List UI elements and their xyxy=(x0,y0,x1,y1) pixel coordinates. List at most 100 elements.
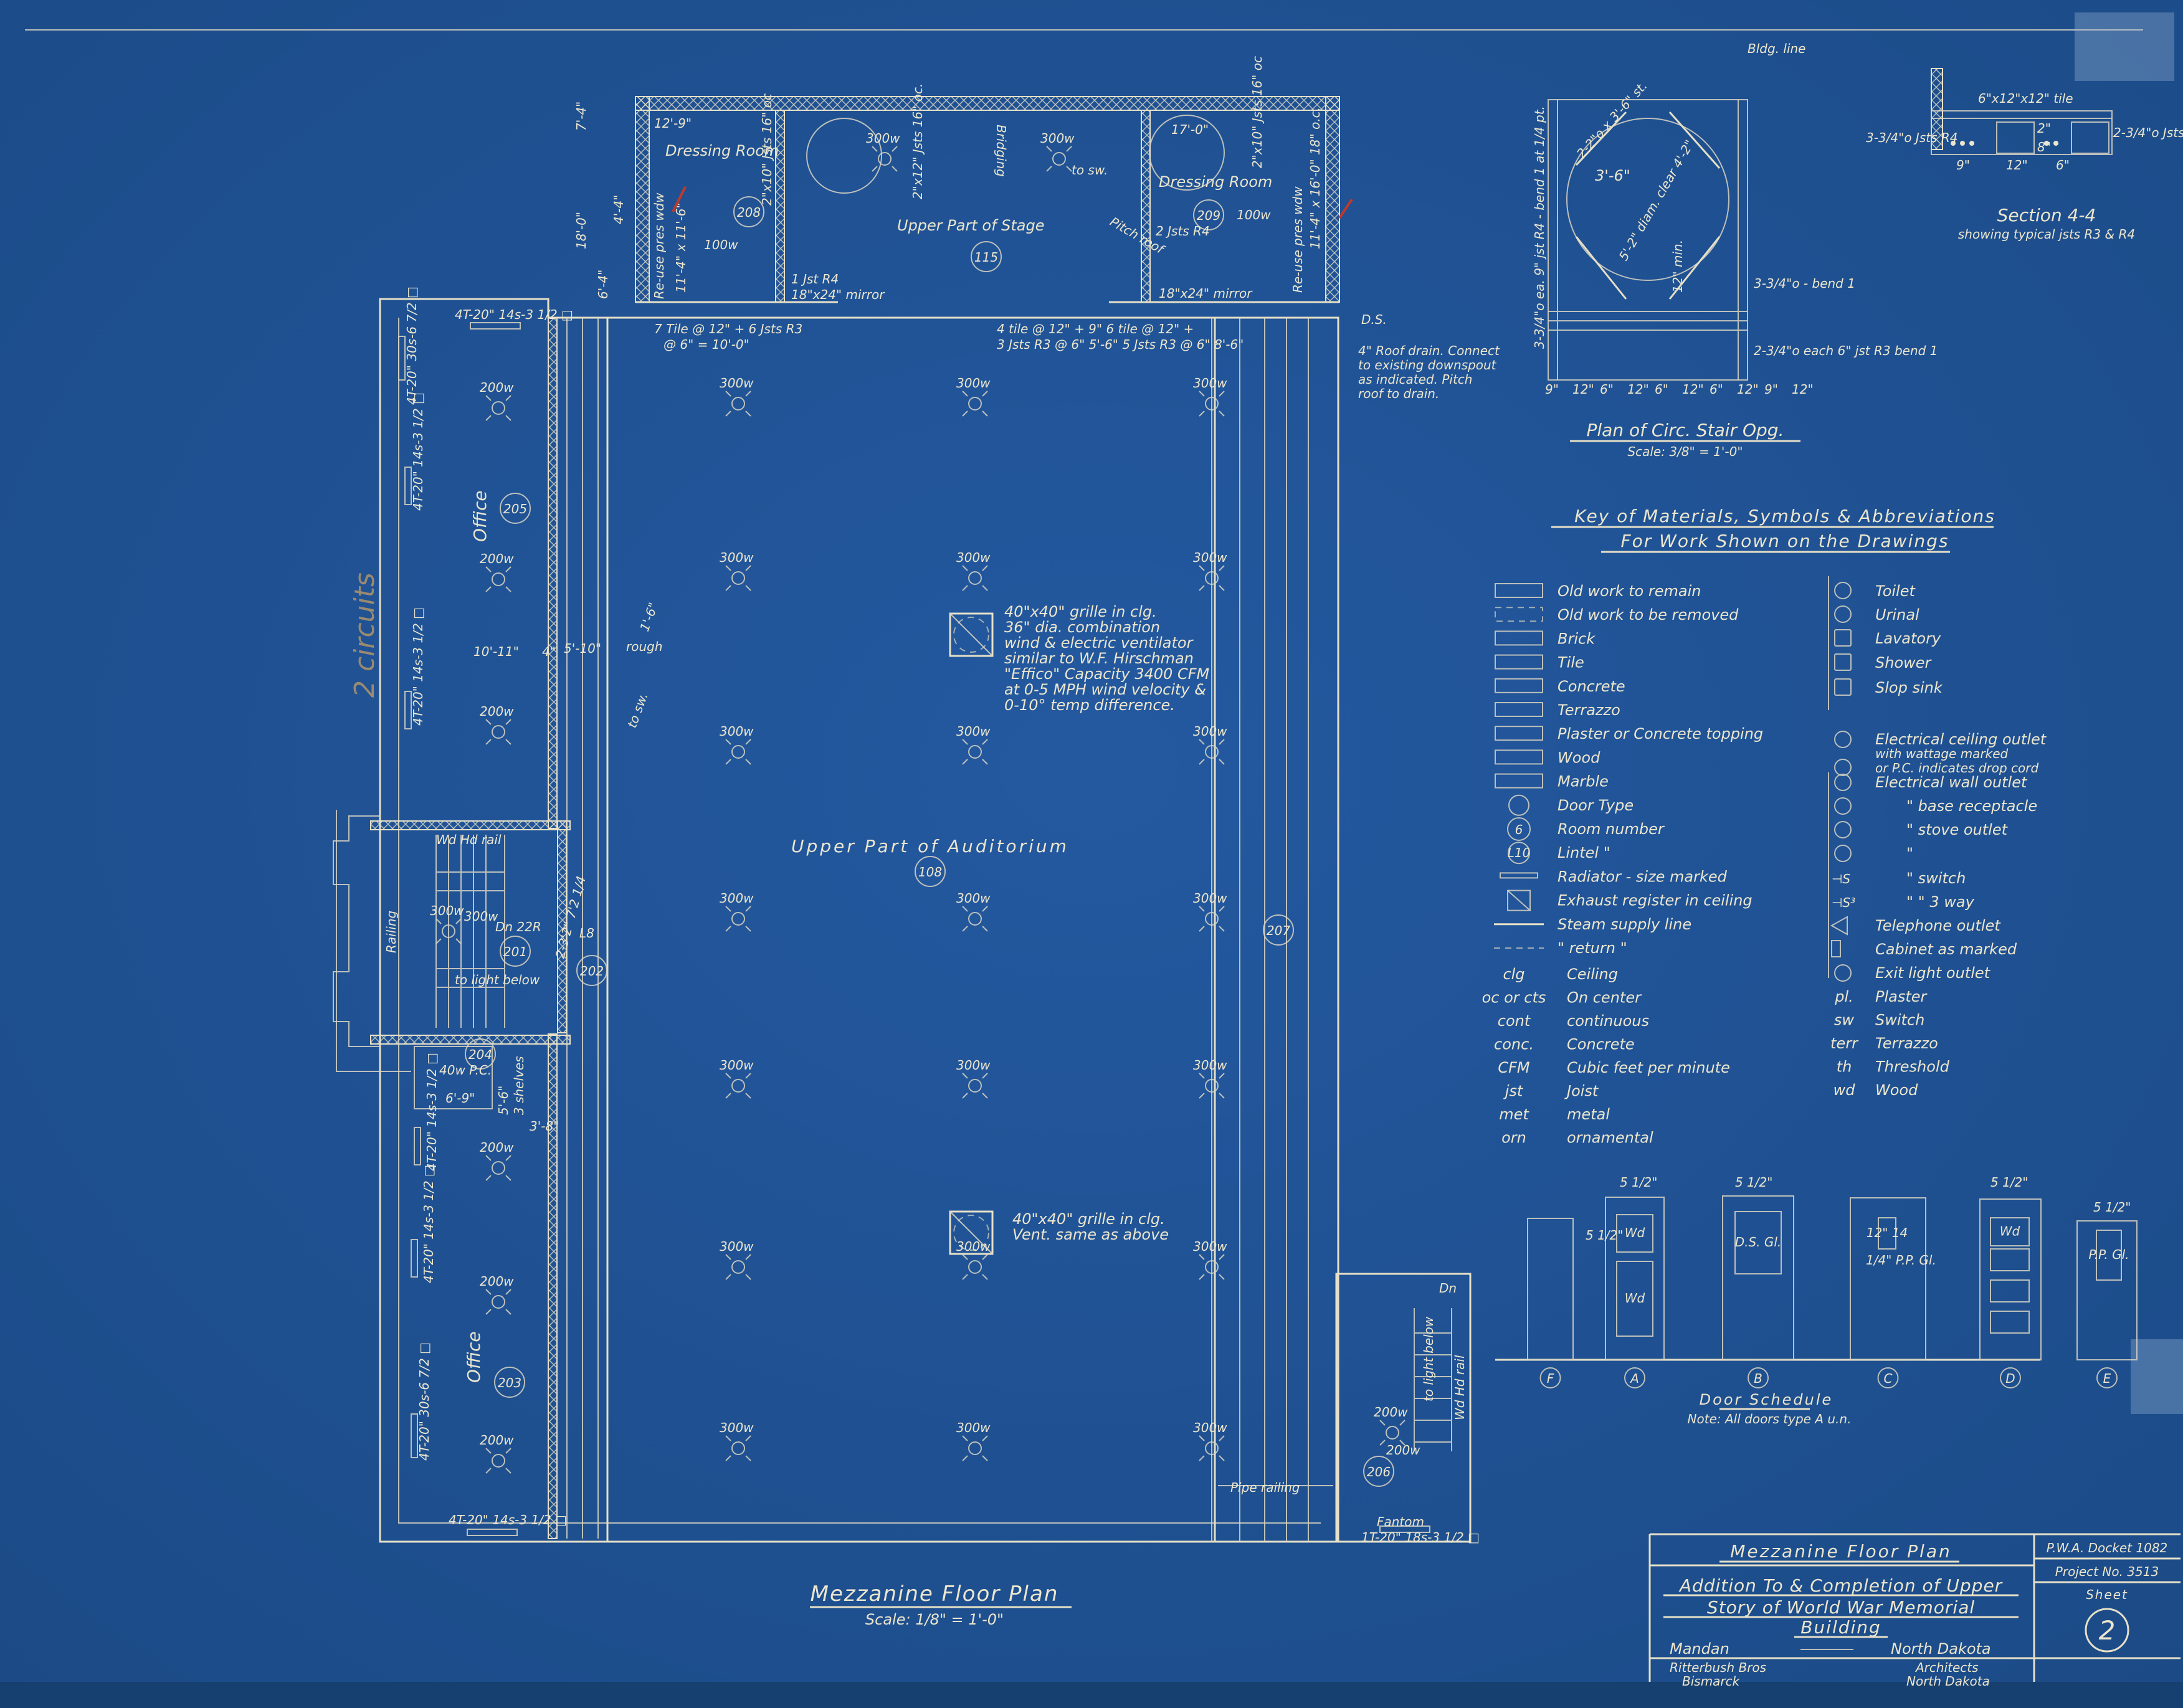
outlet-tick xyxy=(725,1093,731,1099)
outlet-tick xyxy=(1199,1274,1205,1280)
material-swatch-icon xyxy=(1495,702,1543,717)
shower-icon xyxy=(1834,653,1852,671)
outlet-tick xyxy=(1219,1073,1225,1079)
dimension: 12" xyxy=(1627,382,1649,397)
section-label: 12" xyxy=(2006,158,2028,173)
red-pencil-mark xyxy=(1338,198,1353,219)
door-panel-label: 12" 14 xyxy=(1867,1225,1908,1240)
ceiling-outlet-icon xyxy=(968,397,982,410)
outlet-tick xyxy=(1199,739,1205,745)
ceiling-outlet-icon xyxy=(968,571,982,585)
ceiling-outlet-icon: 300w xyxy=(720,1420,754,1461)
door-type-label: F xyxy=(1547,1371,1554,1386)
ceiling-outlet-icon xyxy=(1205,571,1219,585)
note-line: roof to drain. xyxy=(1358,386,1439,401)
dimension: 12" xyxy=(1572,382,1594,397)
outlet-tick xyxy=(962,410,968,417)
section-label: 2" xyxy=(2037,121,2051,136)
outlet-tick xyxy=(745,1093,751,1099)
door-dimension: 5 1/2" xyxy=(1620,1175,1657,1190)
stair-206-outline xyxy=(1335,1273,1472,1543)
exhaust-grille-icon xyxy=(949,1210,994,1255)
light-wattage: 300w xyxy=(1193,550,1227,565)
annotation: 11'-4" x 16'-0" 18" o.c. xyxy=(1308,107,1323,249)
abbreviation-meaning: Wood xyxy=(1875,1081,1918,1099)
annotation: Fantom xyxy=(1377,1514,1424,1529)
material-swatch-icon xyxy=(1495,726,1543,741)
door-elevation xyxy=(1722,1195,1794,1360)
ceiling-outlet-icon: 300w xyxy=(720,550,754,591)
key-label: Marble xyxy=(1558,773,1609,790)
key-symbol-item: Slop sink xyxy=(1834,678,1943,696)
stair-label: 2-3/4"o each 6" jst R3 bend 1 xyxy=(1754,343,1938,358)
closet-204 xyxy=(414,1046,493,1109)
outlet-tick xyxy=(455,938,462,944)
room-number-badge: 201 xyxy=(500,936,531,967)
key-label: Exit light outlet xyxy=(1875,964,1991,982)
room-number: 201 xyxy=(503,944,527,959)
annotation: 4T-20" 14s-3 1/2 □ xyxy=(421,1165,436,1283)
annotation: 6'-4" xyxy=(596,270,611,299)
outlet-tick xyxy=(505,1309,511,1315)
room-number-badge: 204 xyxy=(465,1038,496,1070)
key-symbol-item: Electrical wall outlet xyxy=(1834,774,2028,791)
dimension: 6" xyxy=(1600,382,1614,397)
ceiling-outlet-icon: 300w xyxy=(956,1239,991,1280)
room-number-badge: 207 xyxy=(1263,914,1294,946)
ceiling-outlet-icon: 300w xyxy=(1193,724,1227,765)
outlet-tick xyxy=(485,1175,492,1181)
annotation: 3 shelves xyxy=(511,1056,526,1115)
section-label: 9" xyxy=(1956,158,1970,173)
door-panel-outline xyxy=(1616,1214,1653,1253)
ceiling-outlet-icon: 300w xyxy=(1193,1058,1227,1099)
outlet-tick xyxy=(962,906,968,912)
room-number-badge: 206 xyxy=(1363,1456,1394,1487)
room-number: 202 xyxy=(580,964,604,979)
note-line: wind & electric ventilator xyxy=(1004,634,1194,652)
stair-label: Bldg. line xyxy=(1748,41,1805,56)
wall xyxy=(370,1035,571,1045)
light-wattage: 300w xyxy=(956,891,991,906)
wall xyxy=(548,317,558,829)
abbreviation: sw xyxy=(1834,1012,1855,1029)
key-material-item: Marble xyxy=(1495,773,1609,790)
sheet-number: 2 xyxy=(2099,1615,2116,1646)
dimension: 12" xyxy=(1737,382,1759,397)
outlet-tick xyxy=(505,566,511,572)
ceiling-outlet-icon: 200w xyxy=(1374,1405,1408,1446)
door-type-b: B xyxy=(1722,1195,1794,1388)
stove-outlet-icon xyxy=(1834,821,1852,838)
ceiling-outlet-icon xyxy=(1052,152,1066,166)
room-number: 207 xyxy=(1267,923,1290,938)
outlet-tick xyxy=(725,585,731,591)
door-elevation xyxy=(1850,1197,1926,1360)
key-label: Electrical ceiling outlet xyxy=(1875,731,2047,748)
outlet-tick xyxy=(1399,1420,1405,1426)
abbreviation-meaning: Threshold xyxy=(1875,1058,1950,1076)
ceiling-outlet-icon: 200w xyxy=(480,551,514,592)
ceiling-outlet-icon xyxy=(731,1079,745,1093)
outlet-tick xyxy=(485,566,492,572)
spiral-stair xyxy=(1149,115,1225,191)
key-label: Urinal xyxy=(1875,606,1919,624)
annotation: 5'-10" xyxy=(564,641,601,656)
plan-scale: Scale: 1/8" = 1'-0" xyxy=(865,1611,1004,1628)
key-label: Radiator - size marked xyxy=(1558,868,1728,885)
key-label: Lavatory xyxy=(1875,630,1941,647)
key-label: " stove outlet xyxy=(1906,821,2009,838)
key-material-item: Tile xyxy=(1495,654,1584,671)
key-symbol-item: with wattage marked xyxy=(1875,746,2009,761)
ceiling-outlet-icon xyxy=(731,571,745,585)
exhaust-register-icon xyxy=(1507,890,1531,911)
key-label: Room number xyxy=(1558,820,1665,838)
outlet-tick xyxy=(1199,1073,1205,1079)
urinal-icon xyxy=(1834,605,1852,623)
outlet-tick xyxy=(1199,1093,1205,1099)
material-swatch-icon xyxy=(1495,654,1543,670)
outlet-tick xyxy=(485,1448,492,1454)
outlet-tick xyxy=(1379,1440,1386,1446)
